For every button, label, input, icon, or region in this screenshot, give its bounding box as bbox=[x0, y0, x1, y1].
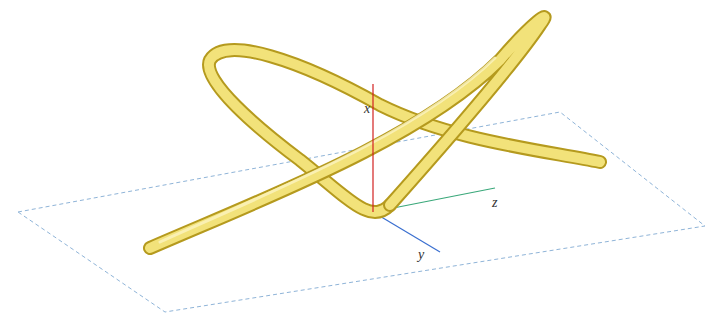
knot-tube bbox=[150, 17, 600, 248]
x-axis bbox=[372, 84, 373, 212]
axis-label: y bbox=[418, 248, 424, 262]
axis-label: z bbox=[492, 196, 497, 210]
y-axis bbox=[373, 212, 440, 252]
axis-label: x bbox=[364, 102, 370, 116]
